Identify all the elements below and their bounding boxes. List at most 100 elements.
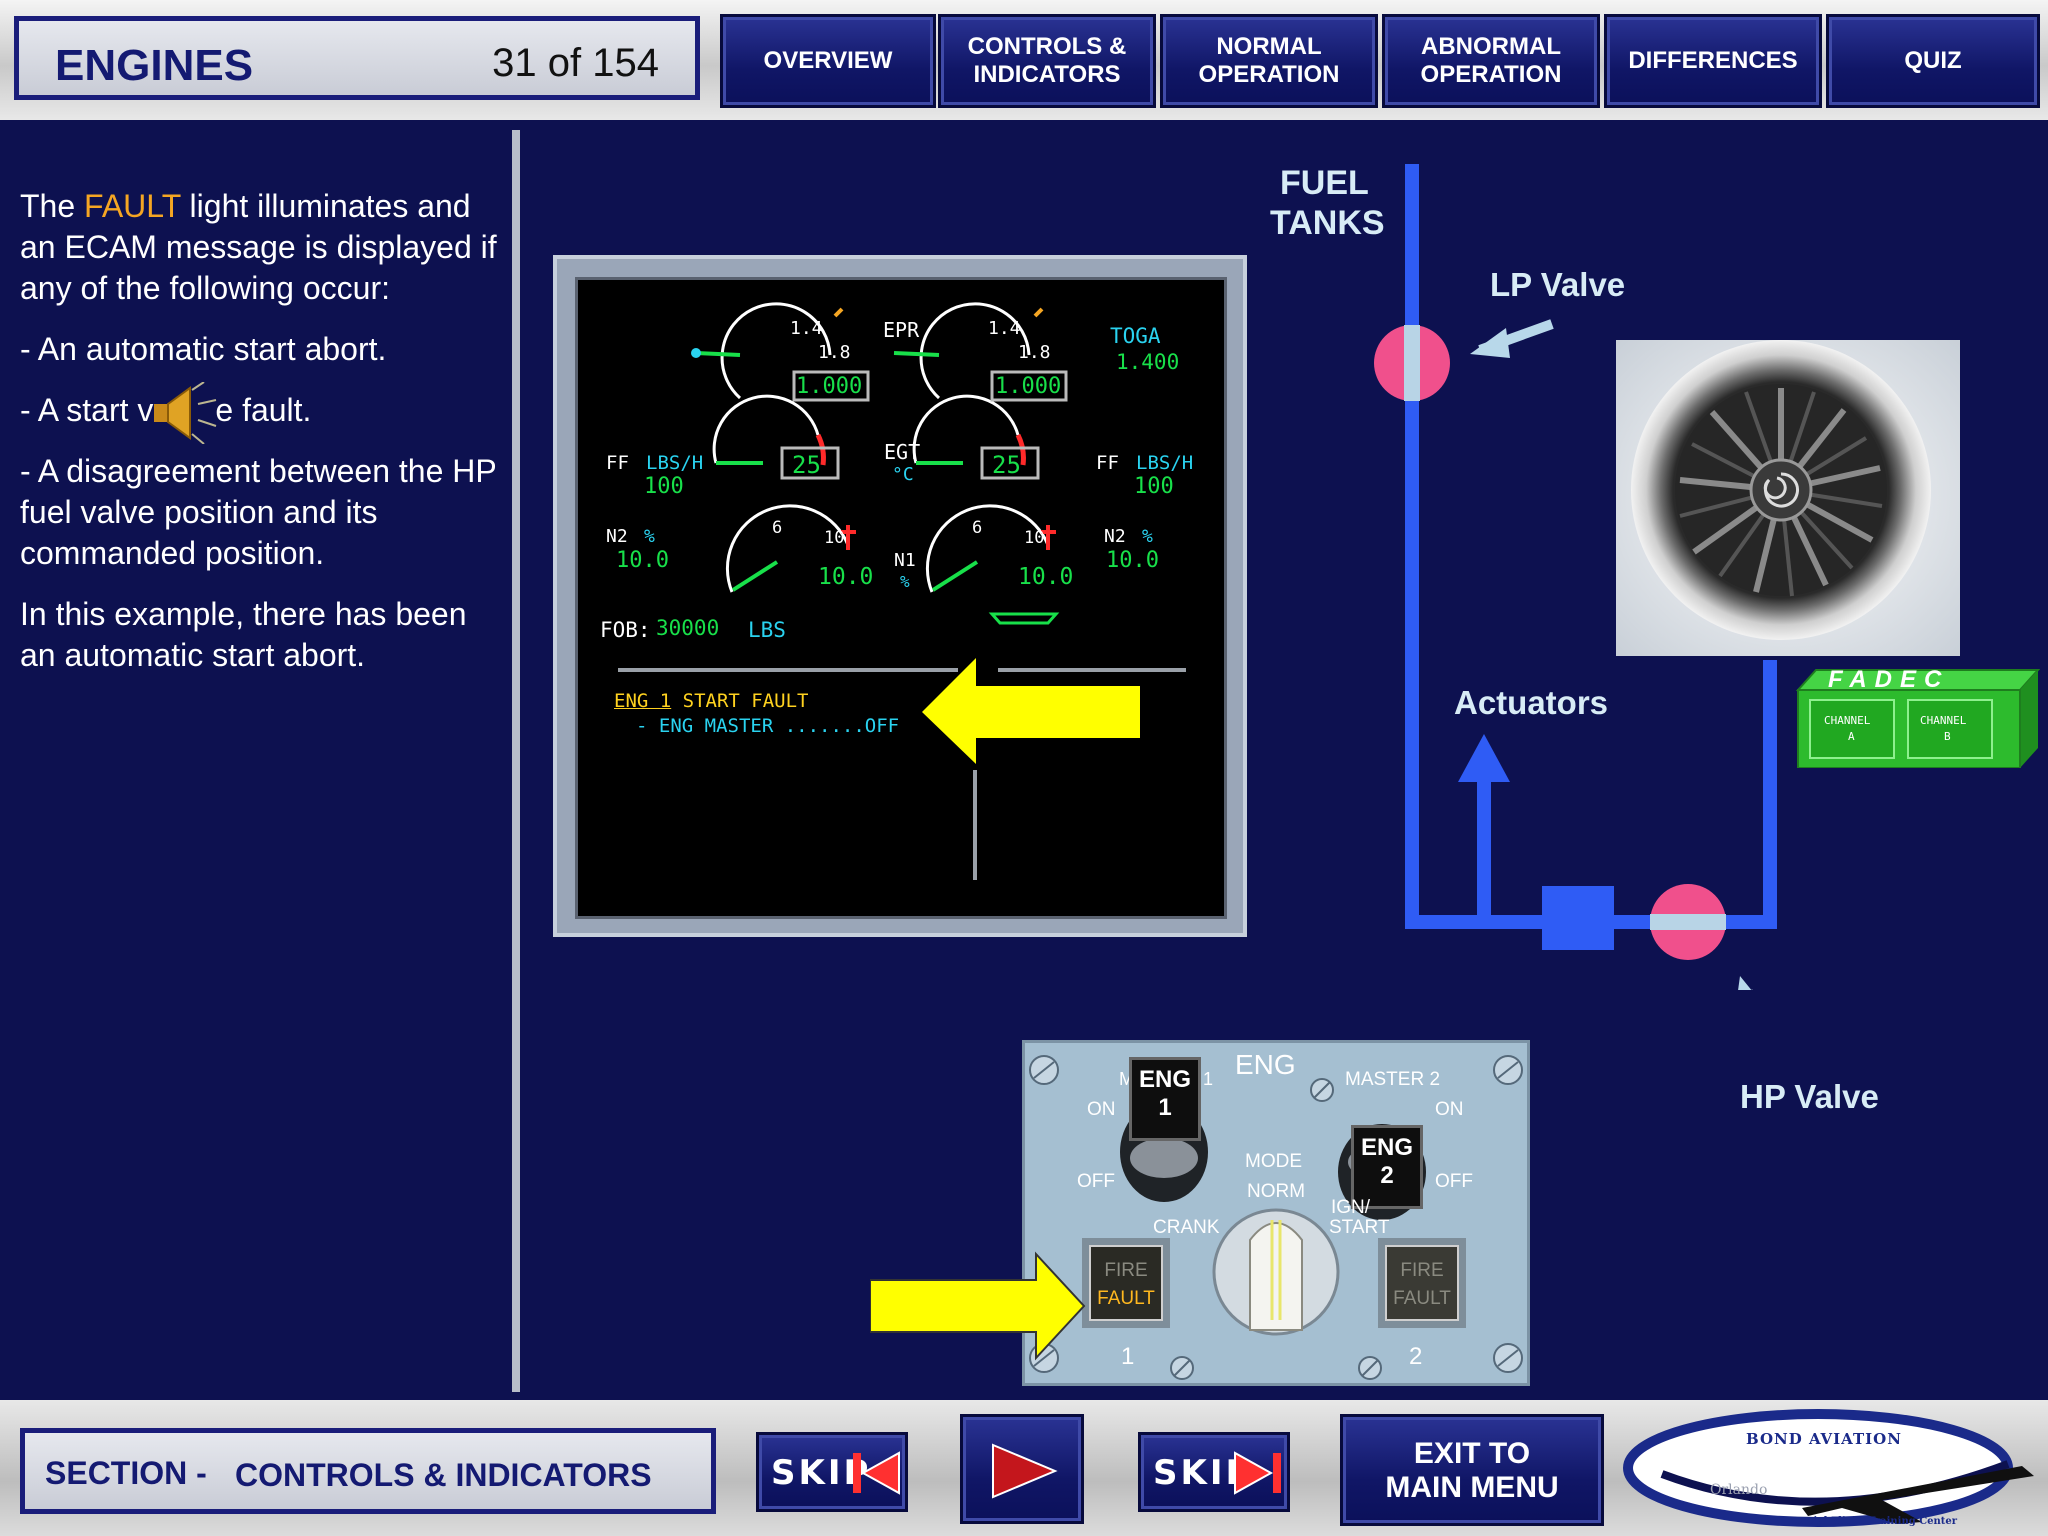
- fire-fault-1-button[interactable]: FIRE FAULT: [1090, 1246, 1162, 1320]
- epr-label: EPR: [883, 318, 920, 342]
- skip-back-button[interactable]: SKIP: [756, 1432, 908, 1512]
- fadec-label: FADEC: [1828, 666, 1950, 693]
- paragraph-intro: The FAULT light illuminates and an ECAM …: [20, 186, 510, 309]
- eng2-switch-label: ENG: [1360, 1134, 1413, 1161]
- fob-label: FOB:: [600, 618, 651, 642]
- nav-label: QUIZ: [1904, 47, 1962, 74]
- ecam-warning-message: ENG 1 START FAULT: [614, 690, 808, 712]
- nav-overview-button[interactable]: OVERVIEW: [720, 14, 936, 108]
- channel-a-label: CHANNEL: [1824, 714, 1871, 727]
- off-right-label: OFF: [1435, 1171, 1473, 1192]
- text: - A start v: [20, 392, 154, 428]
- play-icon: [992, 1443, 1058, 1499]
- ff-right-value: 100: [1134, 474, 1174, 499]
- ign-start-label-1: IGN/: [1331, 1197, 1371, 1218]
- n1-unit: %: [900, 572, 910, 591]
- fault-word: FAULT: [84, 188, 181, 224]
- fire-2-label: FIRE: [1400, 1260, 1444, 1281]
- crank-label: CRANK: [1153, 1217, 1220, 1238]
- nav-differences-button[interactable]: DIFFERENCES: [1604, 14, 1822, 108]
- eng1-switch-number: 1: [1158, 1094, 1172, 1121]
- speaker-icon[interactable]: [146, 382, 218, 444]
- lp-valve-label: LP Valve: [1490, 266, 1626, 303]
- eng1-switch-label: ENG: [1138, 1066, 1191, 1093]
- egt-right-value: 25: [992, 451, 1021, 479]
- channel-b-letter: B: [1944, 730, 1951, 743]
- explanation-text: The FAULT light illuminates and an ECAM …: [20, 186, 510, 696]
- fob-value: 30000: [656, 616, 720, 640]
- ff-right-label: FF: [1096, 452, 1119, 474]
- reverser-symbol: [988, 612, 1060, 625]
- nav-quiz-button[interactable]: QUIZ: [1826, 14, 2040, 108]
- nav-label: OPERATION: [1420, 61, 1562, 88]
- fire-fault-2-button[interactable]: FIRE FAULT: [1386, 1246, 1458, 1320]
- logo-mid-text: Orlando: [1710, 1482, 1768, 1498]
- ecam-display: 1.4 1.8 1.4 1.8 1.000 1.000 EPR TOGA 1.4…: [553, 255, 1247, 937]
- n1-left-gauge: [725, 504, 856, 593]
- n1-right-tick-6: 6: [972, 518, 983, 538]
- master1-label-suffix: 1: [1203, 1069, 1214, 1089]
- epr-right-gauge: [893, 302, 1044, 400]
- nav-controls-indicators-button[interactable]: CONTROLS & INDICATORS: [938, 14, 1156, 108]
- vertical-divider: [512, 130, 520, 1392]
- play-next-button[interactable]: [960, 1414, 1084, 1524]
- epr-left-gauge: [691, 302, 844, 400]
- actuators-label: Actuators: [1454, 684, 1609, 721]
- egt-right-gauge: [912, 394, 1026, 466]
- egt-unit: °C: [892, 464, 914, 485]
- nav-label: NORMAL: [1216, 33, 1322, 60]
- logo-top-text: BOND AVIATION: [1746, 1430, 1902, 1448]
- nav-normal-operation-button[interactable]: NORMAL OPERATION: [1160, 14, 1378, 108]
- hp-valve-label: HP Valve: [1740, 1078, 1879, 1115]
- logo-swoosh-icon: [1623, 1409, 2034, 1527]
- norm-label: NORM: [1247, 1181, 1306, 1202]
- epr-right-value: 1.000: [995, 374, 1062, 399]
- n1-left-tick-6: 6: [772, 518, 783, 538]
- eng-panel-title: ENG: [1235, 1049, 1296, 1080]
- text: The: [20, 188, 85, 224]
- fault-pointer-arrow-icon: [870, 1251, 1086, 1361]
- toga-value: 1.400: [1116, 350, 1180, 374]
- bullet-hp-valve-disagreement: - A disagreement between the HP fuel val…: [20, 453, 497, 571]
- nav-label: ABNORMAL: [1421, 33, 1561, 60]
- nav-label: OVERVIEW: [763, 47, 893, 74]
- mode-selector-knob[interactable]: [1219, 1213, 1343, 1337]
- ign-start-label-2: START: [1329, 1217, 1390, 1238]
- page-counter: 31 of 154: [492, 41, 659, 85]
- nav-label: CONTROLS &: [967, 33, 1127, 60]
- n2-right-unit: %: [1142, 526, 1153, 547]
- n1-right-gauge: [925, 504, 1056, 593]
- skip-forward-icon: [1234, 1451, 1281, 1495]
- ecam-gauges: [618, 302, 1186, 880]
- ff-right-unit: LBS/H: [1136, 452, 1194, 474]
- panel-number-1: 1: [1121, 1343, 1135, 1370]
- fadec-box-icon: [1796, 669, 2040, 768]
- nav-abnormal-operation-button[interactable]: ABNORMAL OPERATION: [1382, 14, 1600, 108]
- exit-main-menu-button[interactable]: EXIT TO MAIN MENU: [1340, 1414, 1604, 1526]
- n2-left-label: N2: [606, 526, 628, 547]
- fuel-system-diagram: [1374, 164, 1777, 990]
- eng2-master-switch[interactable]: ENG 2: [1351, 1125, 1423, 1209]
- n1-left-value: 10.0: [818, 564, 874, 590]
- fuel-tanks-label-1: FUEL: [1280, 164, 1369, 202]
- epr-right-tick-b: 1.8: [1018, 342, 1051, 363]
- bond-aviation-logo: BOND AVIATION Orlando Commercial Flight …: [1622, 1404, 2042, 1532]
- ff-left-unit: LBS/H: [646, 452, 704, 474]
- paragraph-example: In this example, there has been an autom…: [20, 596, 467, 673]
- eng2-switch-number: 2: [1380, 1162, 1394, 1189]
- text: light illuminates and an ECAM message is…: [20, 188, 497, 306]
- epr-left-value: 1.000: [796, 374, 863, 399]
- eng1-master-switch[interactable]: ENG 1: [1129, 1057, 1201, 1141]
- msg-fault: START FAULT: [671, 690, 809, 712]
- n1-right-tick-10: 10: [1024, 528, 1045, 548]
- panel-number-2: 2: [1409, 1343, 1423, 1370]
- nav-label: DIFFERENCES: [1628, 47, 1798, 74]
- egt-label: EGT: [884, 440, 921, 464]
- epr-left-tick-b: 1.8: [818, 342, 851, 363]
- skip-back-icon: [853, 1451, 900, 1495]
- channel-b-label: CHANNEL: [1920, 714, 1967, 727]
- skip-forward-button[interactable]: SKIP: [1138, 1432, 1290, 1512]
- fault-2-label: FAULT: [1393, 1288, 1451, 1309]
- engine-fan-image: [1616, 340, 1960, 656]
- exit-label-1: EXIT TO: [1413, 1437, 1531, 1470]
